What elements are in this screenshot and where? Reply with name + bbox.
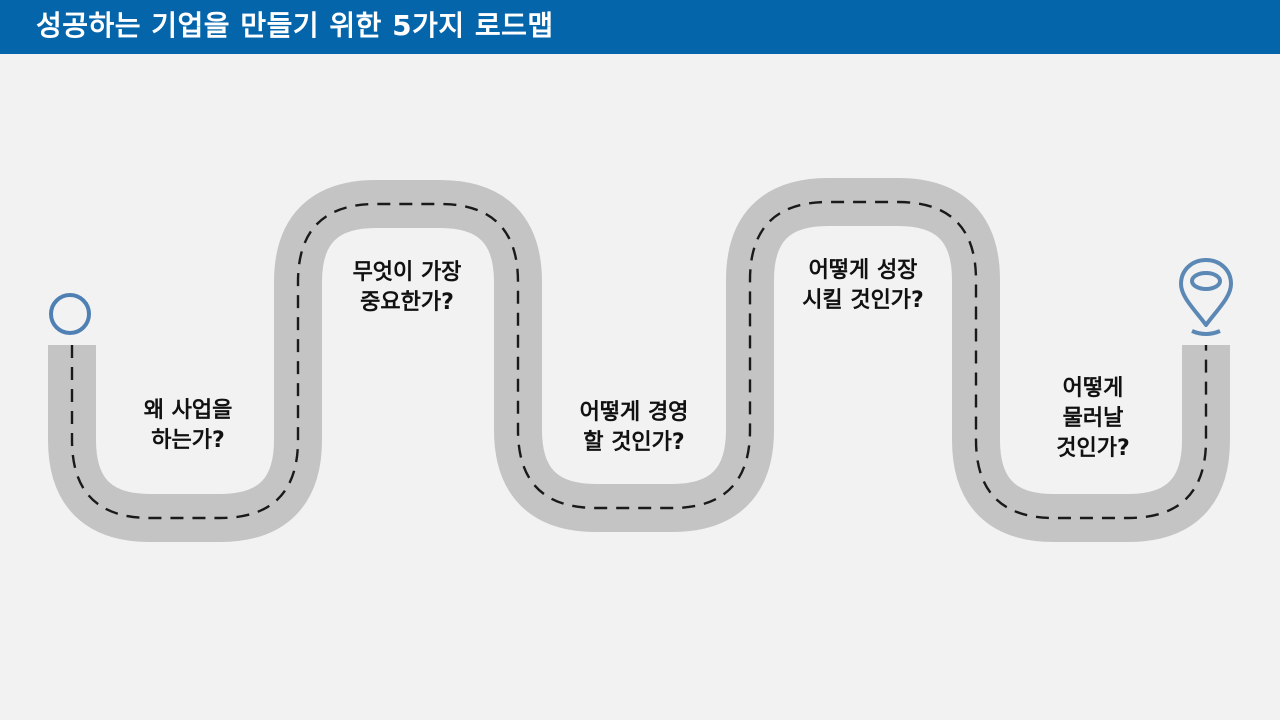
step-5-line-3: 것인가? — [1056, 436, 1130, 461]
title-bar: 성공하는 기업을 만들기 위한 5가지 로드맵 — [0, 0, 1280, 54]
step-2-line-2: 중요한가? — [360, 290, 454, 315]
step-2-label: 무엇이 가장 중요한가? — [327, 258, 487, 318]
step-4-line-2: 시킬 것인가? — [802, 288, 924, 313]
step-5-line-2: 물러날 — [1062, 406, 1124, 431]
step-4-line-1: 어떻게 성장 — [808, 258, 918, 283]
step-3-label: 어떻게 경영 할 것인가? — [549, 398, 719, 458]
step-5-line-1: 어떻게 — [1062, 376, 1124, 401]
location-pin-icon — [1179, 258, 1233, 336]
page-title: 성공하는 기업을 만들기 위한 5가지 로드맵 — [36, 9, 554, 42]
step-5-label: 어떻게 물러날 것인가? — [1030, 374, 1156, 464]
road-center-line — [70, 200, 1208, 520]
step-1-label: 왜 사업을 하는가? — [108, 396, 268, 456]
start-circle-icon — [49, 293, 91, 335]
step-3-line-2: 할 것인가? — [583, 430, 685, 455]
step-1-line-2: 하는가? — [151, 428, 225, 453]
step-2-line-1: 무엇이 가장 — [352, 260, 462, 285]
road — [48, 178, 1230, 542]
step-4-label: 어떻게 성장 시킬 것인가? — [775, 256, 951, 316]
step-1-line-1: 왜 사업을 — [143, 398, 233, 423]
step-3-line-1: 어떻게 경영 — [579, 400, 689, 425]
